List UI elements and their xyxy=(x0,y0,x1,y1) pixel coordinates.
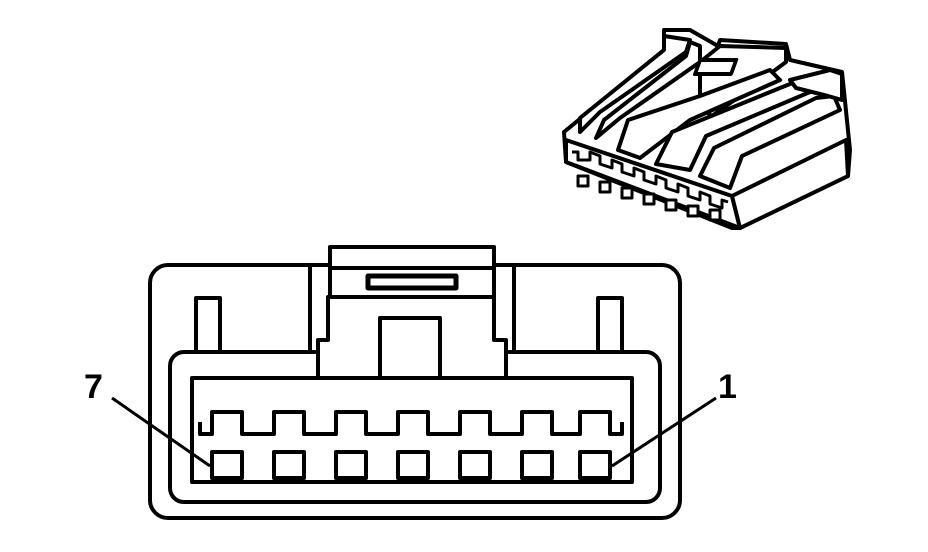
terminal-pin xyxy=(520,450,554,480)
iso-terminal-pin xyxy=(598,180,612,194)
iso-terminal-pin xyxy=(576,174,590,188)
iso-terminal-pin xyxy=(708,208,722,222)
connector-rib-left xyxy=(578,34,692,134)
connector-terminal-pins xyxy=(576,174,722,222)
connector-side-face xyxy=(730,138,850,230)
terminal-pins xyxy=(210,450,612,480)
terminal-pin xyxy=(272,450,306,480)
connector-latch-window xyxy=(692,58,739,76)
connector-isometric-view xyxy=(562,28,852,230)
connector-terminal-row xyxy=(572,150,729,210)
terminal-pin xyxy=(458,450,492,480)
terminal-pin xyxy=(334,450,368,480)
terminal-pin xyxy=(396,450,430,480)
connector-rib-right-2 xyxy=(698,94,842,190)
connector-rib-right-3 xyxy=(788,68,844,102)
leader-line-pin-1 xyxy=(611,396,717,468)
post-right xyxy=(596,296,624,354)
leader-line-pin-7 xyxy=(111,396,211,468)
terminal-pin xyxy=(210,450,244,480)
connector-face-view xyxy=(111,245,717,520)
polarization-key xyxy=(378,316,442,378)
iso-terminal-pin xyxy=(664,198,678,212)
pin-label-7: 7 xyxy=(84,368,103,406)
terminal-comb xyxy=(198,410,624,436)
pin-label-1: 1 xyxy=(718,368,737,406)
iso-terminal-pin xyxy=(686,204,700,218)
connector-rib-left-2 xyxy=(594,40,702,140)
post-left xyxy=(194,296,222,354)
iso-terminal-pin xyxy=(620,186,634,200)
latch-slot xyxy=(365,273,459,291)
iso-terminal-pin xyxy=(642,192,656,206)
terminal-pin xyxy=(578,450,612,480)
connector-rib-mid xyxy=(616,68,782,160)
